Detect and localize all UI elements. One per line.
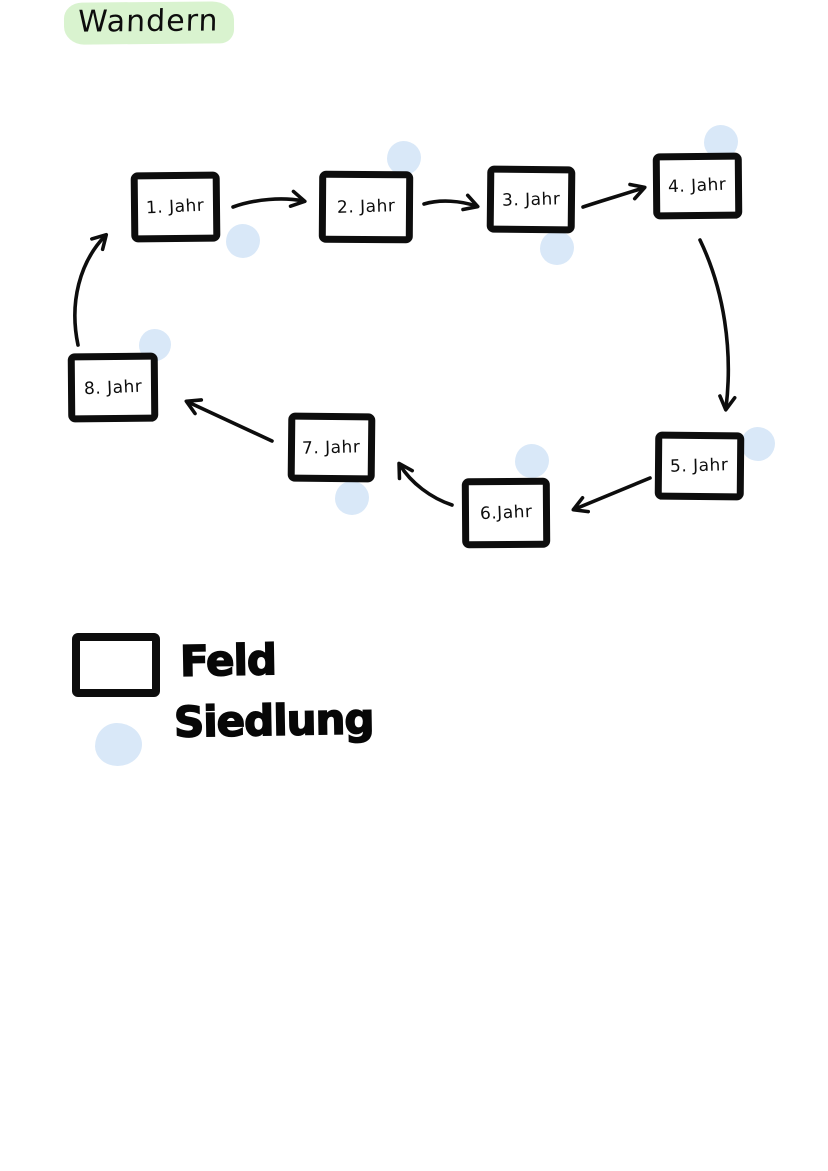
field-box-label: 4. Jahr bbox=[667, 174, 728, 198]
arrow-1-to-2 bbox=[231, 189, 307, 209]
field-box-label: 6.Jahr bbox=[479, 501, 533, 525]
settlement-dot bbox=[540, 231, 574, 265]
legend-field-symbol bbox=[72, 633, 160, 697]
field-box-label: 2. Jahr bbox=[336, 196, 396, 218]
arrow-4-to-5 bbox=[698, 238, 737, 412]
field-box-year-6: 6.Jahr bbox=[461, 477, 551, 549]
field-box-label: 3. Jahr bbox=[501, 188, 561, 211]
legend-settlement-symbol bbox=[95, 723, 142, 766]
field-box-year-4: 4. Jahr bbox=[652, 152, 743, 220]
settlement-dot bbox=[515, 444, 549, 478]
field-box-label: 1. Jahr bbox=[145, 195, 206, 219]
field-box-label: 8. Jahr bbox=[83, 376, 143, 399]
arrow-7-to-8 bbox=[184, 398, 274, 443]
settlement-dot bbox=[387, 141, 421, 175]
field-box-year-1: 1. Jahr bbox=[130, 171, 221, 243]
field-box-year-5: 5. Jahr bbox=[654, 431, 745, 501]
settlement-dot bbox=[335, 481, 369, 515]
field-box-year-3: 3. Jahr bbox=[486, 165, 576, 234]
field-box-year-8: 8. Jahr bbox=[67, 352, 159, 423]
arrow-8-to-1 bbox=[73, 232, 109, 347]
arrow-2-to-3 bbox=[422, 193, 480, 212]
field-box-year-2: 2. Jahr bbox=[318, 170, 414, 244]
settlement-dot bbox=[741, 427, 775, 461]
field-box-year-7: 7. Jahr bbox=[287, 412, 376, 483]
arrow-5-to-6 bbox=[571, 476, 652, 514]
field-box-label: 7. Jahr bbox=[302, 436, 361, 459]
arrow-3-to-4 bbox=[581, 182, 647, 209]
arrow-6-to-7 bbox=[397, 461, 454, 507]
settlement-dot bbox=[226, 224, 260, 258]
field-box-label: 5. Jahr bbox=[670, 455, 729, 477]
